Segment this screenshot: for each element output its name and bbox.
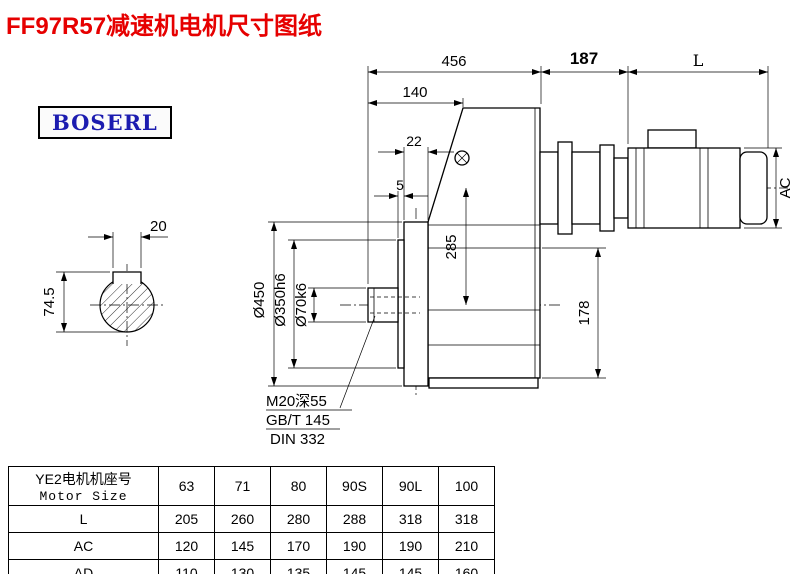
dim-74-5-label: 74.5	[41, 287, 58, 316]
note-din-label: DIN 332	[270, 431, 325, 448]
table-cell: 260	[214, 505, 271, 533]
brand-logo: BOSERL	[38, 106, 172, 139]
note-tap-label: M20深55	[266, 393, 327, 410]
dimension-drawing: 20 74.5	[41, 49, 794, 448]
table-cell: 145	[326, 559, 383, 574]
table-size-col: 100	[438, 466, 495, 506]
dim-shaft-diameter: Ø70k6	[293, 283, 366, 327]
dim-shaft-keyway-height: 74.5	[41, 271, 124, 333]
table-cell: 210	[438, 532, 495, 560]
row-label: AC	[8, 532, 159, 560]
dim-140-label: 140	[402, 84, 427, 101]
table-size-col: 63	[158, 466, 215, 506]
dim-AC-label: AC	[777, 177, 794, 198]
dim-flange-22: 22	[378, 133, 454, 220]
dim-22-label: 22	[406, 133, 422, 149]
dim-keyway-width: 20	[88, 218, 168, 268]
dim-motor-ac: AC	[744, 147, 794, 229]
page-title: FF97R57减速机电机尺寸图纸	[6, 13, 323, 40]
note-gbt-label: GB/T 145	[266, 412, 330, 429]
table-cell: 110	[158, 559, 215, 574]
dim-456-label: 456	[441, 53, 466, 70]
tapped-hole-note: M20深55 GB/T 145 DIN 332	[266, 315, 376, 448]
table-cell: 205	[158, 505, 215, 533]
dim-187-label: 187	[570, 49, 598, 68]
dim-450-label: Ø450	[251, 282, 268, 319]
dim-spigot-diameter: Ø350h6	[272, 239, 396, 369]
dim-flange-diameter: Ø450	[251, 221, 402, 387]
dim-350-label: Ø350h6	[272, 273, 289, 326]
dim-20-label: 20	[150, 218, 167, 235]
row-label: L	[8, 505, 159, 533]
table-cell: 160	[438, 559, 495, 574]
dim-axis-285: 285	[443, 188, 469, 305]
electric-motor	[627, 129, 768, 229]
table-cell: 170	[270, 532, 327, 560]
header-cn: YE2电机机座号	[35, 470, 132, 487]
table-cell: 145	[214, 532, 271, 560]
table-size-col: 71	[214, 466, 271, 506]
dim-70-label: Ø70k6	[293, 283, 310, 327]
table-cell: 145	[382, 559, 439, 574]
dim-178-label: 178	[576, 300, 593, 325]
dim-spigot-5: 5	[374, 177, 428, 238]
table-row-AD: AD 110 130 135 145 145 160	[8, 559, 495, 574]
gearbox-housing	[367, 107, 541, 389]
table-cell: 135	[270, 559, 327, 574]
header-en: Motor Size	[39, 488, 128, 504]
table-row-L: L 205 260 280 288 318 318	[8, 505, 495, 533]
dim-5-label: 5	[396, 177, 404, 193]
table-cell: 288	[326, 505, 383, 533]
table-cell: 318	[382, 505, 439, 533]
dim-L-label: L	[693, 51, 704, 70]
table-cell: 318	[438, 505, 495, 533]
motor-size-table: YE2电机机座号 Motor Size 63 71 80 90S 90L 100…	[8, 466, 495, 574]
dim-foot-178: 178	[542, 247, 606, 379]
table-header-row: YE2电机机座号 Motor Size 63 71 80 90S 90L 100	[8, 466, 495, 506]
table-cell: 190	[382, 532, 439, 560]
table-size-col: 90L	[382, 466, 439, 506]
table-header-motor-size: YE2电机机座号 Motor Size	[8, 466, 159, 506]
table-cell: 190	[326, 532, 383, 560]
table-cell: 280	[270, 505, 327, 533]
dim-overall-length: 456 187 L	[367, 49, 769, 284]
shaft-section-view	[90, 264, 164, 346]
table-size-col: 90S	[326, 466, 383, 506]
motor-adapter	[539, 141, 629, 235]
table-row-AC: AC 120 145 170 190 190 210	[8, 532, 495, 560]
dim-front-140: 140	[368, 84, 464, 107]
dim-285-label: 285	[443, 234, 460, 259]
table-cell: 130	[214, 559, 271, 574]
table-size-col: 80	[270, 466, 327, 506]
row-label: AD	[8, 559, 159, 574]
table-cell: 120	[158, 532, 215, 560]
